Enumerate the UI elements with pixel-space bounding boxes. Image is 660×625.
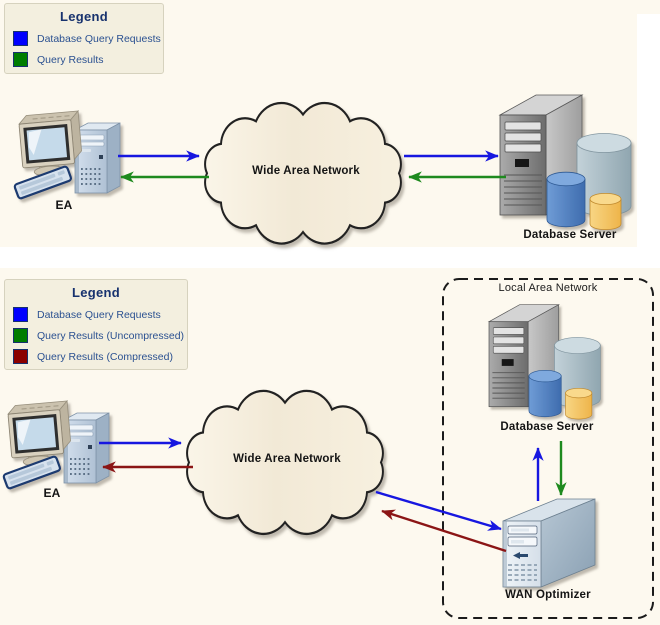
wan-optimizer-icon — [502, 498, 596, 588]
legend-item: Database Query Requests — [13, 307, 179, 322]
wan-optimizer-label: WAN Optimizer — [505, 589, 591, 601]
legend-item-label: Database Query Requests — [37, 308, 161, 321]
legend-box-bottom: Legend Database Query Requests Query Res… — [4, 279, 188, 370]
white-strip-top-right — [637, 14, 660, 247]
legend-box-top: Legend Database Query Requests Query Res… — [4, 3, 164, 74]
workstation-icon-bottom — [1, 399, 111, 491]
white-gap-between-diagrams — [0, 247, 660, 268]
legend-swatch-query-requests — [13, 31, 28, 46]
legend-swatch-query-requests — [13, 307, 28, 322]
legend-item: Query Results (Uncompressed) — [13, 328, 184, 343]
lan-boundary-box — [442, 278, 654, 619]
wan-cloud-label-bottom: Wide Area Network — [233, 453, 341, 465]
legend-item-label: Database Query Requests — [37, 32, 161, 45]
client-label-bottom: EA — [43, 486, 61, 500]
arrow-query-request-wan-to-optimizer — [375, 490, 502, 531]
database-server-label-bottom: Database Server — [500, 421, 594, 433]
database-server-label-top: Database Server — [523, 229, 617, 241]
legend-item: Query Results — [13, 52, 155, 67]
legend-item-label: Query Results (Uncompressed) — [37, 329, 185, 342]
legend-swatch-query-results — [13, 52, 28, 67]
database-server-icon-top — [499, 94, 632, 231]
legend-swatch-results-uncompressed — [13, 328, 28, 343]
wan-cloud-label-top: Wide Area Network — [252, 165, 360, 177]
arrow-compressed-results-optimizer-to-wan — [381, 509, 507, 553]
legend-item: Database Query Requests — [13, 31, 161, 46]
legend-title: Legend — [71, 285, 121, 300]
workstation-icon-top — [12, 109, 122, 201]
legend-item-label: Query Results — [37, 53, 104, 66]
client-label-top: EA — [55, 198, 73, 212]
lan-label: Local Area Network — [498, 282, 598, 294]
legend-swatch-results-compressed — [13, 349, 28, 364]
legend-title: Legend — [59, 9, 109, 24]
legend-item-label: Query Results (Compressed) — [37, 350, 173, 363]
legend-item: Query Results (Compressed) — [13, 349, 179, 364]
database-server-icon-bottom — [488, 304, 601, 420]
